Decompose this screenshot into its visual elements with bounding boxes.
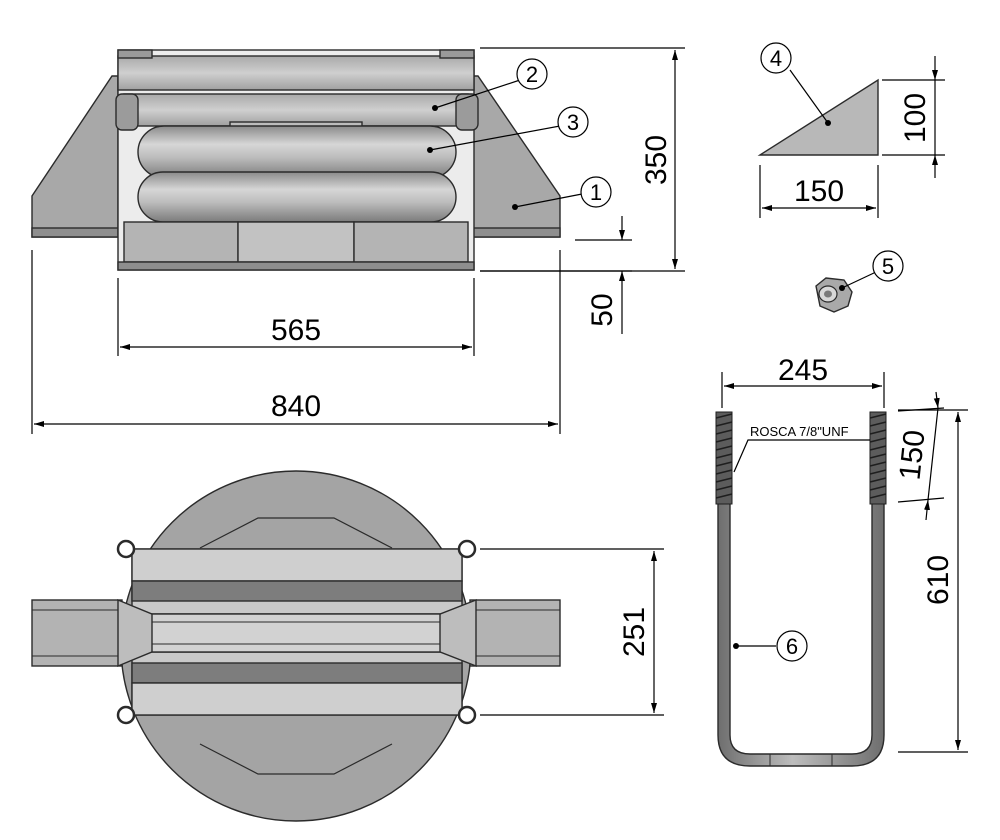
clamp-end-left [115,93,139,131]
top-plate [117,55,475,91]
channel-left [31,599,123,667]
svg-text:251: 251 [618,607,651,657]
base-block-left [123,221,239,263]
dim-100: 100 [882,56,945,178]
svg-text:50: 50 [586,293,619,326]
bellows-octagon-bottom [199,743,393,775]
svg-text:150: 150 [794,175,844,208]
balloon-6: 6 [776,630,808,662]
dim-245: 245 [721,354,885,408]
dim-150-wedge: 150 [759,165,879,218]
balloon-5: 5 [872,250,904,282]
svg-text:100: 100 [899,93,932,143]
balloon-3: 3 [557,106,589,138]
svg-text:5: 5 [882,254,894,279]
base-block-right [353,221,469,263]
svg-text:840: 840 [271,390,321,423]
svg-text:6: 6 [786,634,798,659]
front-view [31,49,583,271]
u-bolt-part [715,411,887,767]
lower-flange-right [469,227,561,238]
top-plate-lip-left [117,49,153,59]
base-plate [117,261,475,271]
dim-150-thread: 150 [894,391,945,521]
dim-251: 251 [480,548,664,716]
dim-50: 50 [480,216,632,334]
svg-text:565: 565 [271,314,321,347]
plan-view [31,470,561,822]
svg-text:2: 2 [526,62,538,87]
dim-565: 565 [117,278,475,356]
svg-text:245: 245 [778,354,828,387]
lifting-eye-tr [457,539,477,559]
thread-right [869,411,887,505]
bellows-lower [137,171,457,223]
plan-bottom-rail [131,682,463,716]
lifting-eye-bl [116,705,136,725]
dim-350: 350 [480,47,685,272]
nut-part [815,271,877,313]
plan-top-rail [131,548,463,582]
balloon-4: 4 [760,42,792,74]
svg-text:1: 1 [590,180,602,205]
dim-840: 840 [31,250,561,434]
lower-flange-left [31,227,119,238]
plan-tray-center [151,613,441,653]
lifting-eye-br [457,705,477,725]
plan-bottom-groove [131,662,463,684]
plan-top-groove [131,580,463,602]
svg-text:3: 3 [567,110,579,135]
left-gusset [31,75,119,238]
svg-text:150: 150 [894,428,932,481]
right-gusset [469,75,561,238]
thread-left [715,411,733,505]
thread-spec-label: ROSCA 7/8"UNF [750,424,849,439]
svg-text:350: 350 [640,135,673,185]
bellows-octagon-top [199,517,393,549]
leaders-front [429,79,583,208]
top-plate-lip-right [439,49,475,59]
bellows-upper [137,125,457,179]
base-block-center [237,221,355,263]
dim-610: 610 [898,409,968,753]
svg-text:610: 610 [922,555,955,605]
balloon-1: 1 [580,176,612,208]
wedge-part [757,69,879,156]
lifting-eye-tl [116,539,136,559]
clamp-end-right [455,93,479,131]
clamp-bar [123,93,469,127]
balloon-2: 2 [516,58,548,90]
svg-text:4: 4 [770,46,782,71]
